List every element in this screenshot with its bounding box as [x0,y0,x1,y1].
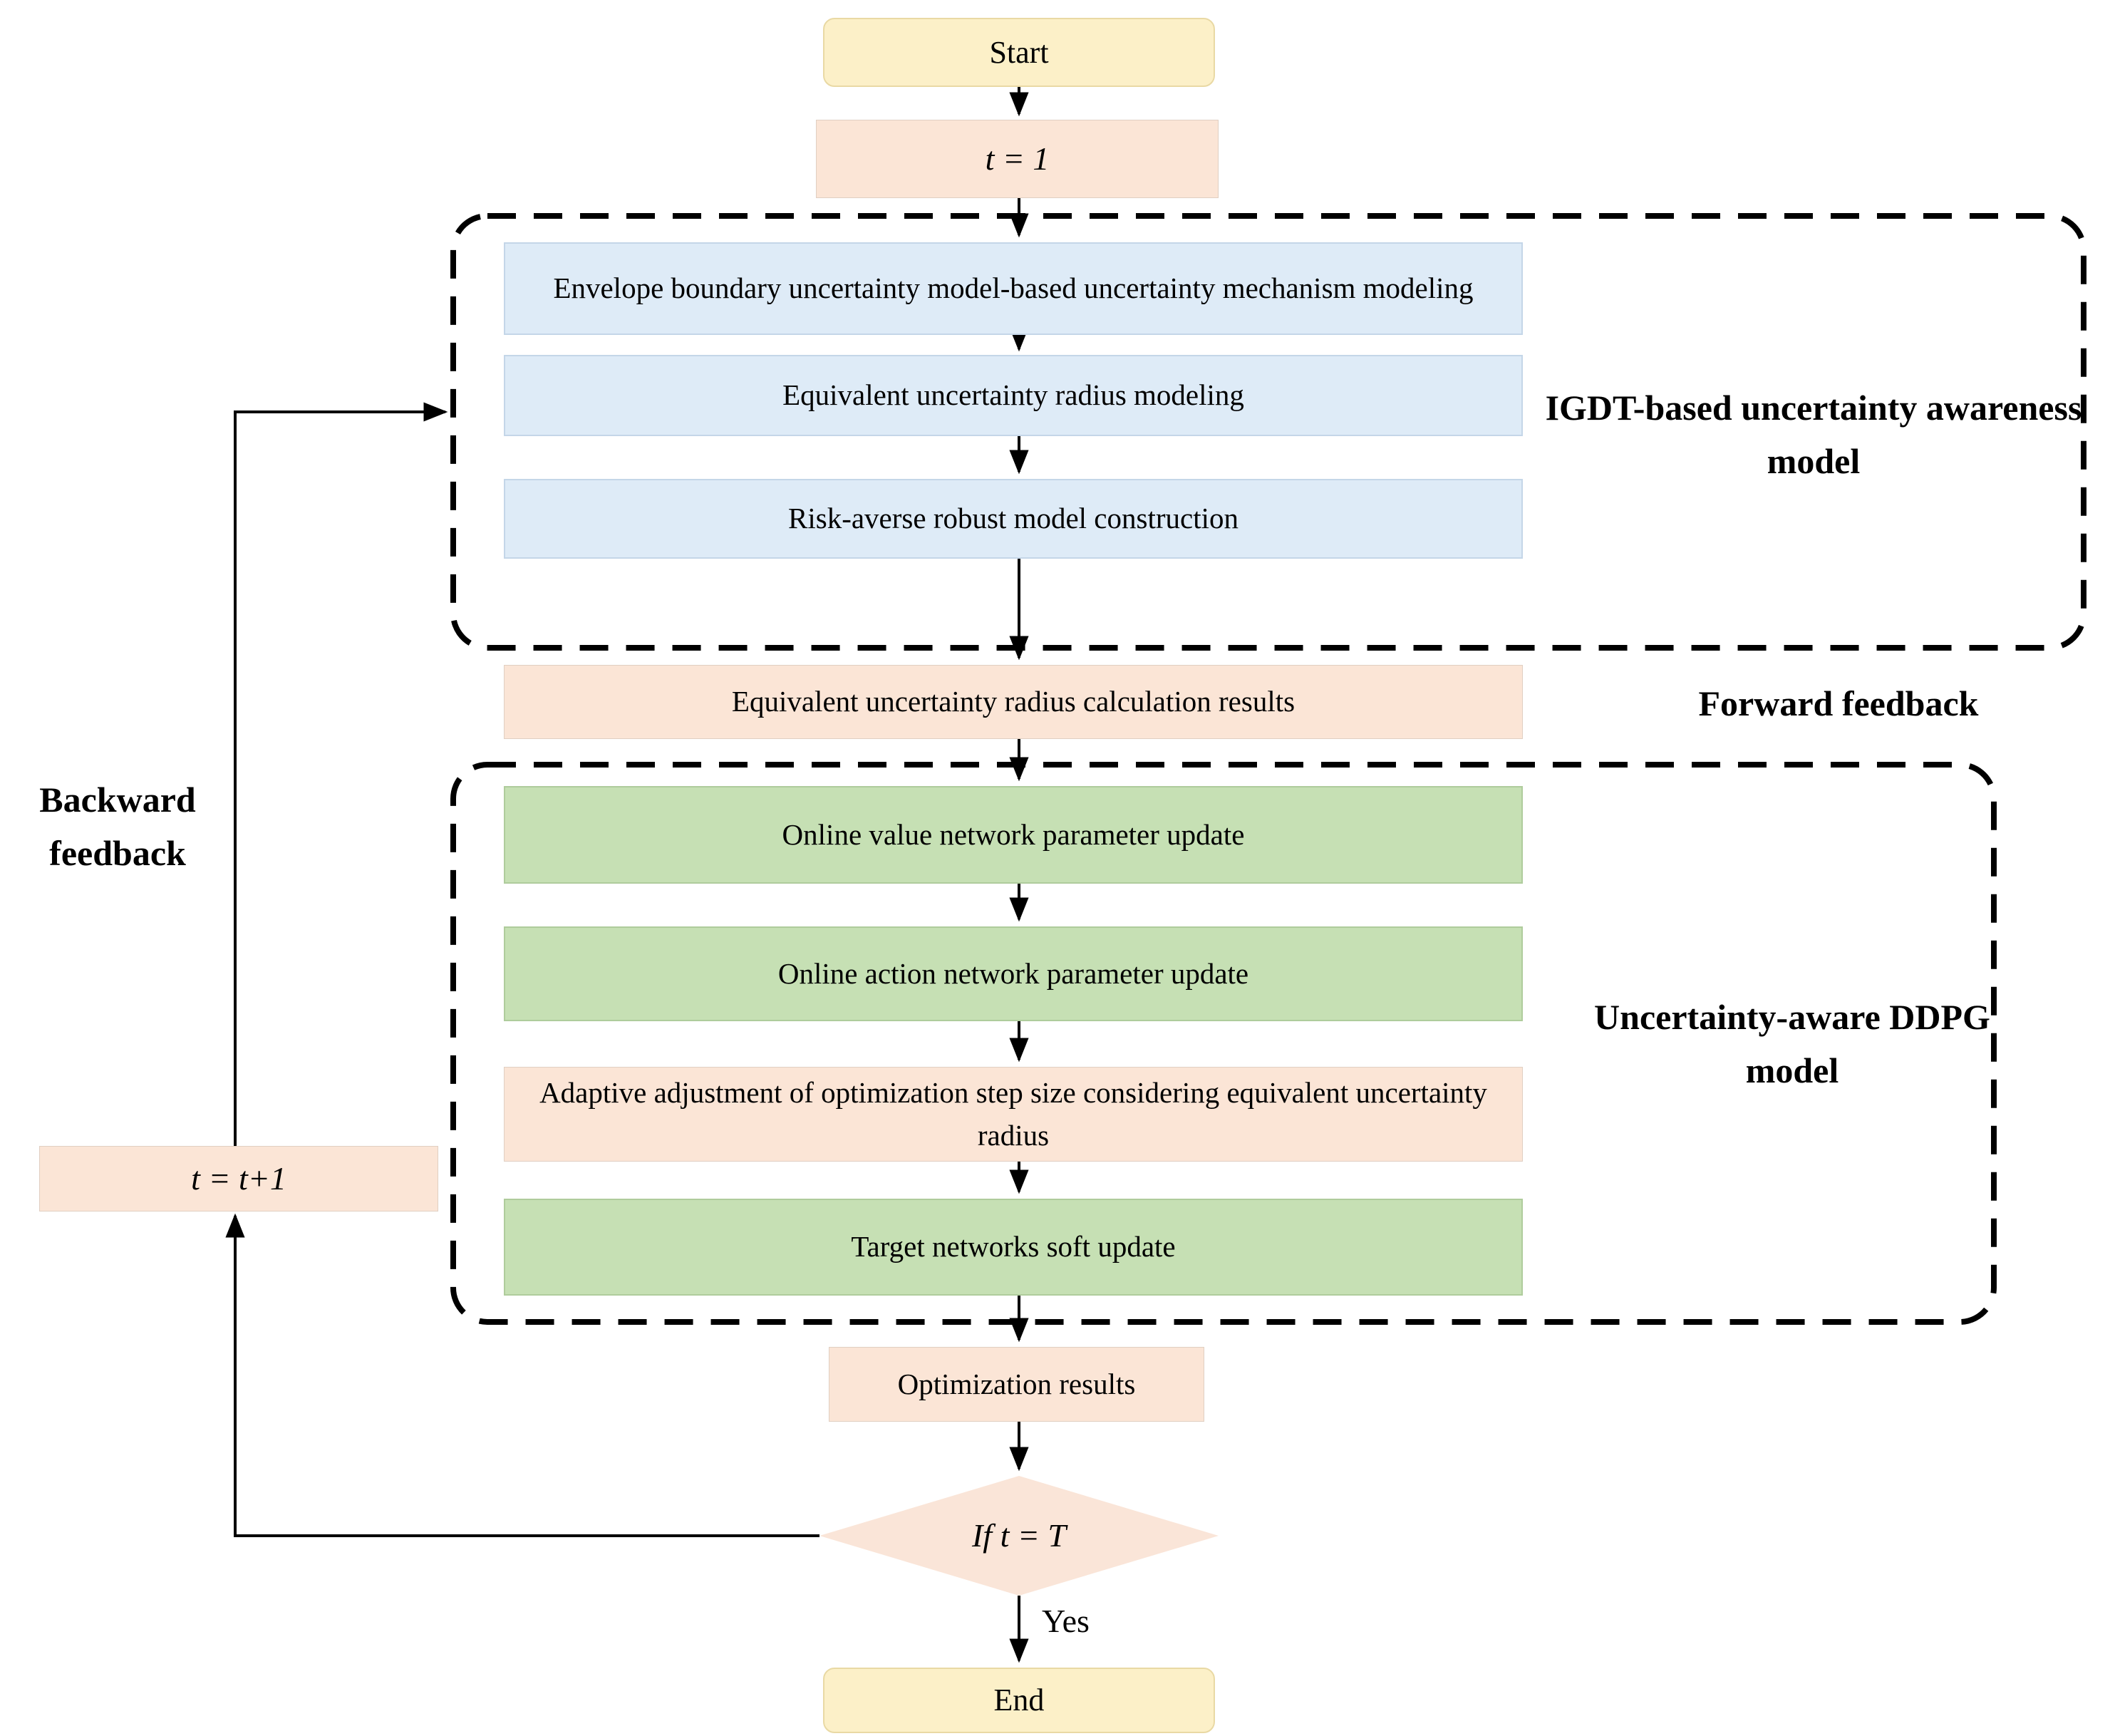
t-init-label: t = 1 [985,140,1050,177]
start-node: Start [823,18,1215,87]
yes-branch-label: Yes [1042,1603,1090,1639]
risk-averse-robust-model-node: Risk-averse robust model construction [504,479,1523,559]
decision-label: If t = T [971,1517,1066,1554]
equivalent-radius-modeling-node: Equivalent uncertainty radius modeling [504,355,1523,436]
end-node: End [823,1668,1215,1733]
backward-feedback-label: Backward feedback [39,780,196,873]
adaptive-step-size-label: Adaptive adjustment of optimization step… [539,1076,1487,1152]
end-node-label: End [993,1683,1045,1718]
target-networks-soft-update-node: Target networks soft update [504,1199,1523,1296]
uncertainty-mechanism-modeling-label: Envelope boundary uncertainty model-base… [553,272,1474,305]
forward-feedback-label: Forward feedback [1698,683,1979,723]
t-increment-label: t = t+1 [191,1159,286,1197]
online-value-network-update-node: Online value network parameter update [504,786,1523,884]
optimization-results-node: Optimization results [829,1347,1204,1422]
feedback-line-decision-to-tinc [225,1213,819,1537]
uncertainty-mechanism-modeling-node: Envelope boundary uncertainty model-base… [504,242,1523,335]
adaptive-step-size-node: Adaptive adjustment of optimization step… [504,1067,1523,1162]
risk-averse-robust-model-label: Risk-averse robust model construction [788,502,1238,535]
igdt-group-label: IGDT-based uncertainty awareness model [1545,388,2082,481]
feedback-line-tinc-to-igdt-group [234,402,448,1146]
t-init-node: t = 1 [816,120,1219,198]
ddpg-group-dashed-frame [450,762,1997,1325]
optimization-results-label: Optimization results [897,1367,1136,1400]
online-action-network-update-node: Online action network parameter update [504,926,1523,1021]
radius-calculation-results-label: Equivalent uncertainty radius calculatio… [731,685,1296,718]
online-action-network-update-label: Online action network parameter update [777,956,1249,990]
radius-calculation-results-node: Equivalent uncertainty radius calculatio… [504,665,1523,739]
equivalent-radius-modeling-label: Equivalent uncertainty radius modeling [782,378,1244,412]
ddpg-group-label: Uncertainty-aware DDPG model [1594,997,1990,1090]
start-node-label: Start [989,34,1049,70]
online-value-network-update-label: Online value network parameter update [782,817,1245,851]
t-increment-node: t = t+1 [39,1146,438,1211]
target-networks-soft-update-label: Target networks soft update [851,1230,1176,1264]
